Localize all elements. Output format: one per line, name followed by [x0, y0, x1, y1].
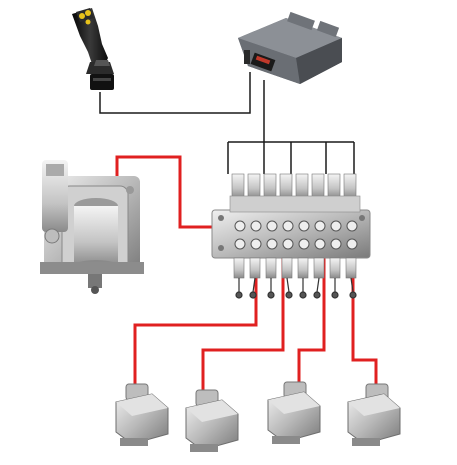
valve-to-motor-2-line [201, 250, 285, 398]
valve-bank-icon [211, 173, 371, 299]
controller-icon [238, 11, 342, 84]
joystick-icon [72, 8, 114, 90]
hydraulic-motor-icon [347, 383, 401, 446]
hydraulic-motor-icon [185, 389, 239, 452]
hydraulic-motor-icon [115, 383, 169, 446]
pump-to-valve-line [115, 155, 222, 229]
valve-to-motor-1-line [133, 250, 258, 392]
valve-to-motor-3-line [297, 250, 326, 382]
hydraulic-lines [115, 155, 378, 398]
valve-to-motor-4-line [351, 250, 378, 384]
signal-wiring [99, 72, 355, 174]
hydraulic-pump-icon [40, 160, 144, 294]
hydraulic-motor-icon [267, 381, 321, 444]
joystick-to-controller-wire [99, 72, 251, 114]
